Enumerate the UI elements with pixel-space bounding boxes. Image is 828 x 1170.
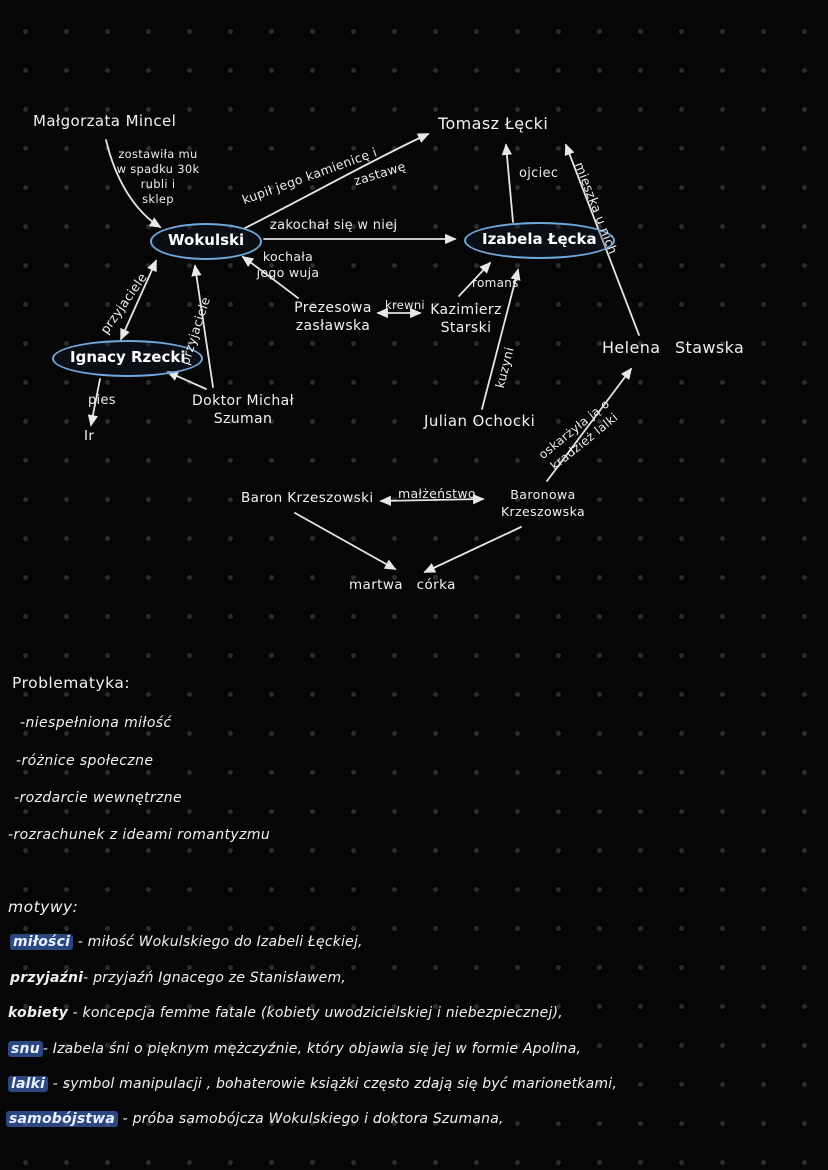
node-kazimierz-starski: Kazimierz Starski [430,302,502,337]
motyw-text: - Izabela śni o pięknym mężczyźnie, któr… [42,1041,582,1057]
problematyka-item: -różnice społeczne [16,753,154,769]
edge-baron-baronowa [379,494,485,506]
motyw-term: kobiety [8,1005,68,1021]
node-doktor-szuman: Doktor Michał Szuman [191,393,294,428]
edge-label-pies: pies [88,393,116,408]
node-malgorzata-mincel: Małgorzata Mincel [33,112,177,130]
edge-wokulski-rzecki [120,259,157,341]
edge-rzecki-ir [87,378,101,427]
edge-wokulski-tomasz [244,133,430,229]
node-julian-ochocki: Julian Ochocki [424,412,536,430]
edge-label-krewni: krewni [385,298,425,312]
edge-label-ojciec: ojciec [519,166,559,181]
motyw-line-milosci: miłości - miłość Wokulskiego do Izabeli … [10,933,822,951]
problematyka-item: -rozdarcie wewnętrzne [14,790,183,806]
motyw-text: - symbol manipulacji , bohaterowie książ… [48,1076,617,1092]
edge-label-zakochal: zakochał się w niej [270,218,398,233]
edge-label-spadek: zostawiła mu w spadku 30k rubli i sklep [116,147,200,206]
node-ir: Ir [84,428,95,444]
problematyka-item: -niespełniona miłość [20,715,172,731]
edge-izabela-tomasz [501,143,514,223]
motywy-heading: motywy: [8,898,79,916]
edge-baron-corka [294,512,397,570]
node-baronowa-krzeszowska: Baronowa Krzeszowska [500,487,586,519]
edge-baronowa-corka [423,526,522,573]
node-izabela-lecka: Izabela Łęcka [464,222,615,259]
motyw-term: samobójstwa [6,1111,119,1127]
motyw-term: snu [8,1041,43,1057]
motyw-term: miłości [10,934,74,950]
edge-szuman-rzecki [166,371,207,390]
motyw-line-przyjazni: przyjaźni- przyjaźń Ignacego ze Stanisła… [10,969,822,987]
motyw-line-lalki: lalki - symbol manipulacji , bohaterowie… [8,1075,820,1093]
motyw-text: - koncepcja femme fatale (kobiety uwodzi… [67,1005,563,1021]
edge-label-romans: romans [472,276,519,290]
edge-baronowa-helena [546,367,633,482]
motyw-term: lalki [8,1076,49,1092]
edge-label-malzenstwo: małżeństwo [398,486,476,501]
motyw-line-kobiety: kobiety - koncepcja femme fatale (kobiet… [8,1004,820,1022]
motyw-line-snu: snu- Izabela śni o pięknym mężczyźnie, k… [8,1040,820,1058]
motyw-text: - próba samobójcza Wokulskiego i doktora… [118,1111,504,1127]
node-prezesowa-zaslawska: Prezesowa zasławska [294,300,372,335]
edge-mincel-wokulski [105,139,162,228]
node-baron-krzeszowski: Baron Krzeszowski [241,490,374,506]
node-wokulski: Wokulski [150,223,263,260]
node-martwa-corka: martwa córka [349,577,456,593]
edge-prezesowa-wokulski [241,255,299,299]
node-tomasz-lecki: Tomasz Łęcki [438,114,549,133]
node-helena-stawska: Helena Stawska [602,338,745,357]
motyw-term: przyjaźni [10,970,84,986]
node-ignacy-rzecki: Ignacy Rzecki [52,340,204,377]
motyw-line-samobojstwa: samobójstwa - próba samobójcza Wokulskie… [6,1110,818,1128]
problematyka-item: -rozrachunek z ideami romantyzmu [8,827,271,843]
edge-label-kochala: kochała jego wuja [256,249,320,281]
motyw-text: - miłość Wokulskiego do Izabeli Łęckiej, [73,934,363,950]
edge-ochocki-izabela [481,268,521,410]
edge-szuman-wokulski [191,264,214,388]
edge-starski-izabela [458,261,492,297]
problematyka-heading: Problematyka: [12,674,131,692]
motyw-text: - przyjaźń Ignacego ze Stanisławem, [83,970,346,986]
